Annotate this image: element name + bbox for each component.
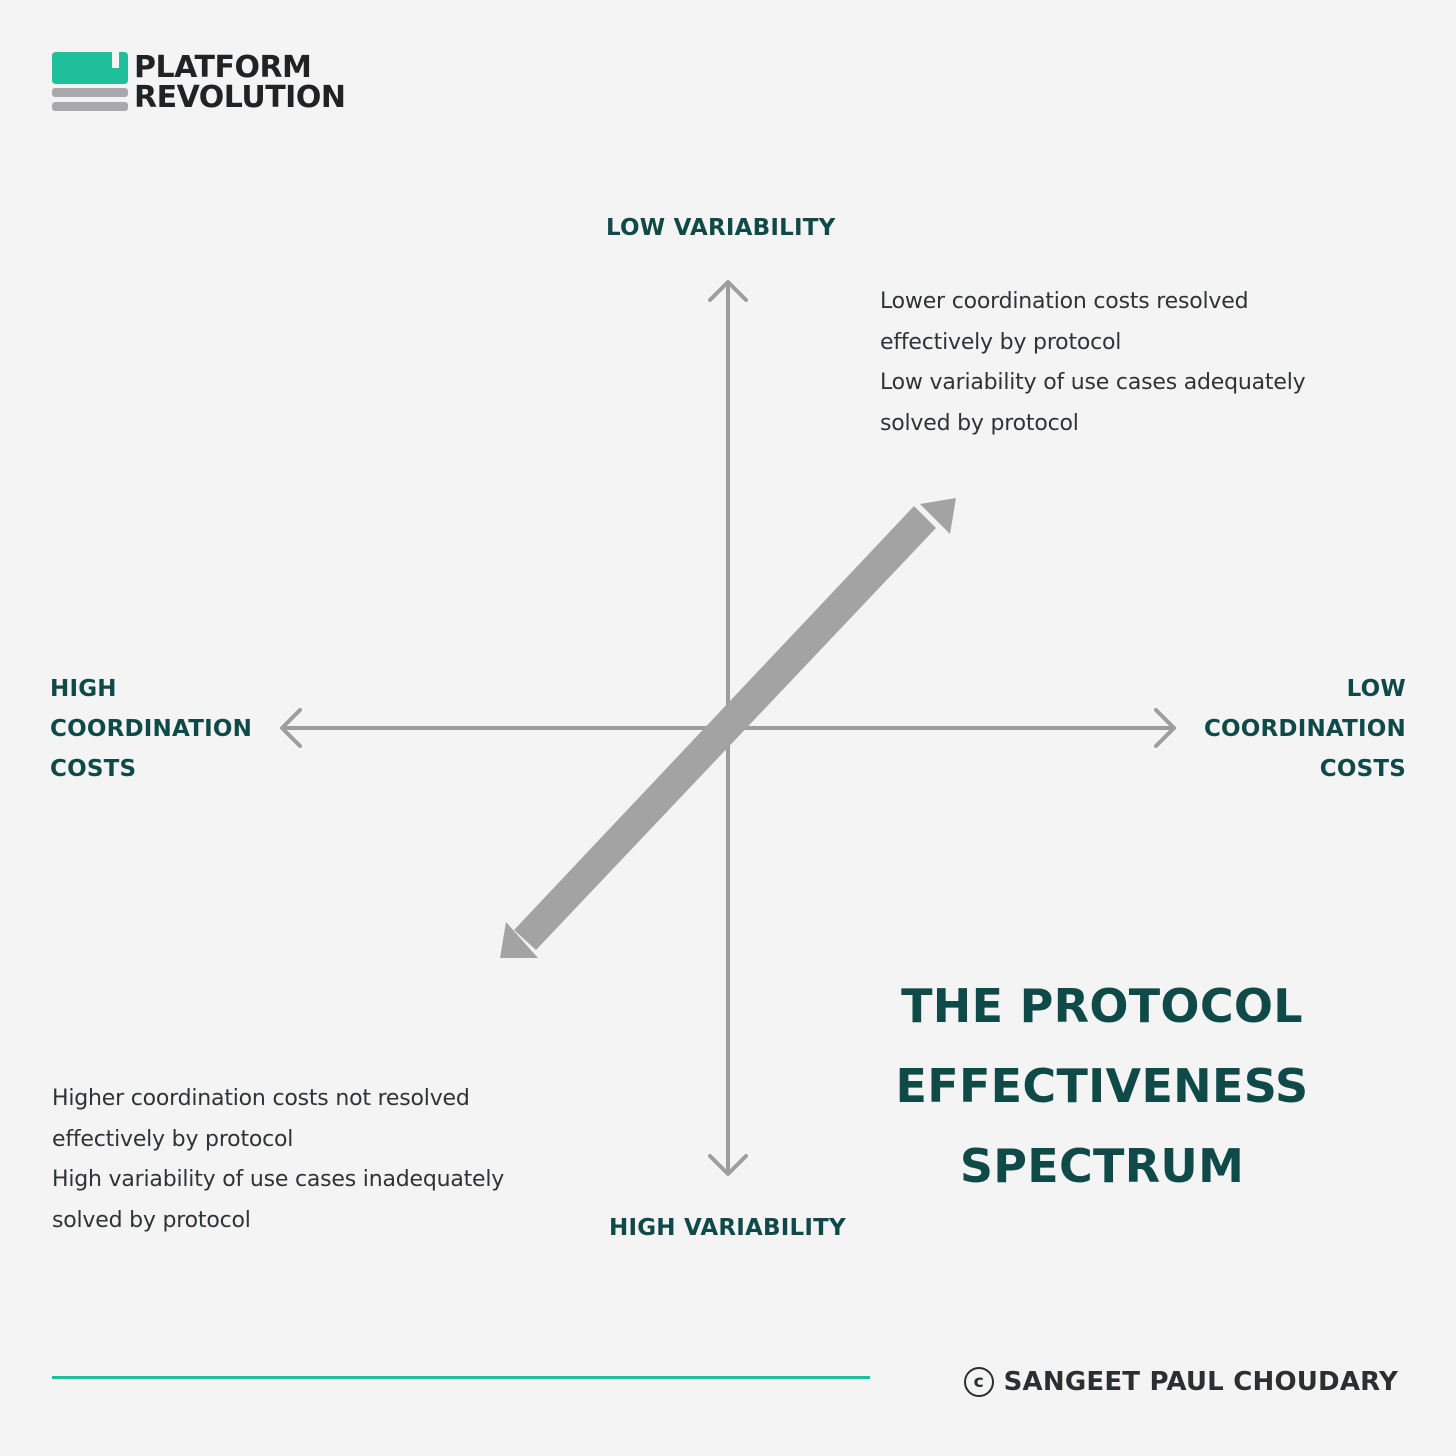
axis-label-line: COSTS (50, 756, 137, 782)
axis-label-line: HIGH (50, 676, 117, 702)
axis-arrowhead-right-icon (1154, 708, 1176, 748)
title-line: SPECTRUM (959, 1139, 1245, 1193)
axis-arrowhead-down-icon (708, 1154, 748, 1176)
axis-arrowhead-up-icon (708, 280, 748, 302)
axis-label-line: COORDINATION (1203, 716, 1406, 742)
note-line: Lower coordination costs resolved (880, 289, 1249, 314)
quadrant-note-bottom-left: Higher coordination costs not resolved e… (52, 1079, 504, 1241)
spectrum-arrowhead-top-right-icon (920, 498, 956, 534)
spectrum-arrowhead-bottom-left-icon (500, 922, 538, 958)
logo-word-revolution: REVOLUTION (134, 80, 346, 115)
axis-label-low-variability: LOW VARIABILITY (606, 215, 836, 241)
spectrum-arrow (500, 498, 956, 958)
title-line: EFFECTIVENESS (895, 1059, 1309, 1113)
quadrant-note-top-right: Lower coordination costs resolved effect… (880, 282, 1306, 444)
axis-arrowhead-left-icon (280, 708, 302, 748)
diagram-title: THE PROTOCOL EFFECTIVENESS SPECTRUM (880, 966, 1324, 1206)
note-line: High variability of use cases inadequate… (52, 1167, 505, 1192)
note-line: Higher coordination costs not resolved (52, 1086, 470, 1111)
note-line: effectively by protocol (880, 329, 1122, 355)
axis-label-low-coordination-costs: LOW COORDINATION COSTS (1204, 669, 1406, 789)
spectrum-arrow-shaft (514, 506, 936, 950)
logo-mark-icon (52, 52, 128, 111)
axis-label-line: COORDINATION (50, 716, 253, 742)
footer-divider (52, 1376, 870, 1379)
note-line: solved by protocol (880, 410, 1079, 436)
title-line: THE PROTOCOL (901, 979, 1303, 1033)
axis-label-high-variability: HIGH VARIABILITY (609, 1215, 846, 1241)
note-line: effectively by protocol (52, 1126, 294, 1152)
logo-word-platform: PLATFORM (134, 50, 312, 85)
author-credit: c SANGEET PAUL CHOUDARY (963, 1360, 1398, 1404)
platform-revolution-logo: PLATFORM REVOLUTION (52, 52, 362, 116)
note-line: solved by protocol (52, 1207, 251, 1233)
axis-label-line: LOW (1346, 676, 1406, 702)
note-line: Low variability of use cases adequately (880, 370, 1306, 395)
axis-label-line: COSTS (1319, 756, 1406, 782)
axis-label-high-coordination-costs: HIGH COORDINATION COSTS (50, 669, 252, 789)
copyright-icon: c (963, 1367, 994, 1397)
author-name: SANGEET PAUL CHOUDARY (1003, 1367, 1398, 1397)
